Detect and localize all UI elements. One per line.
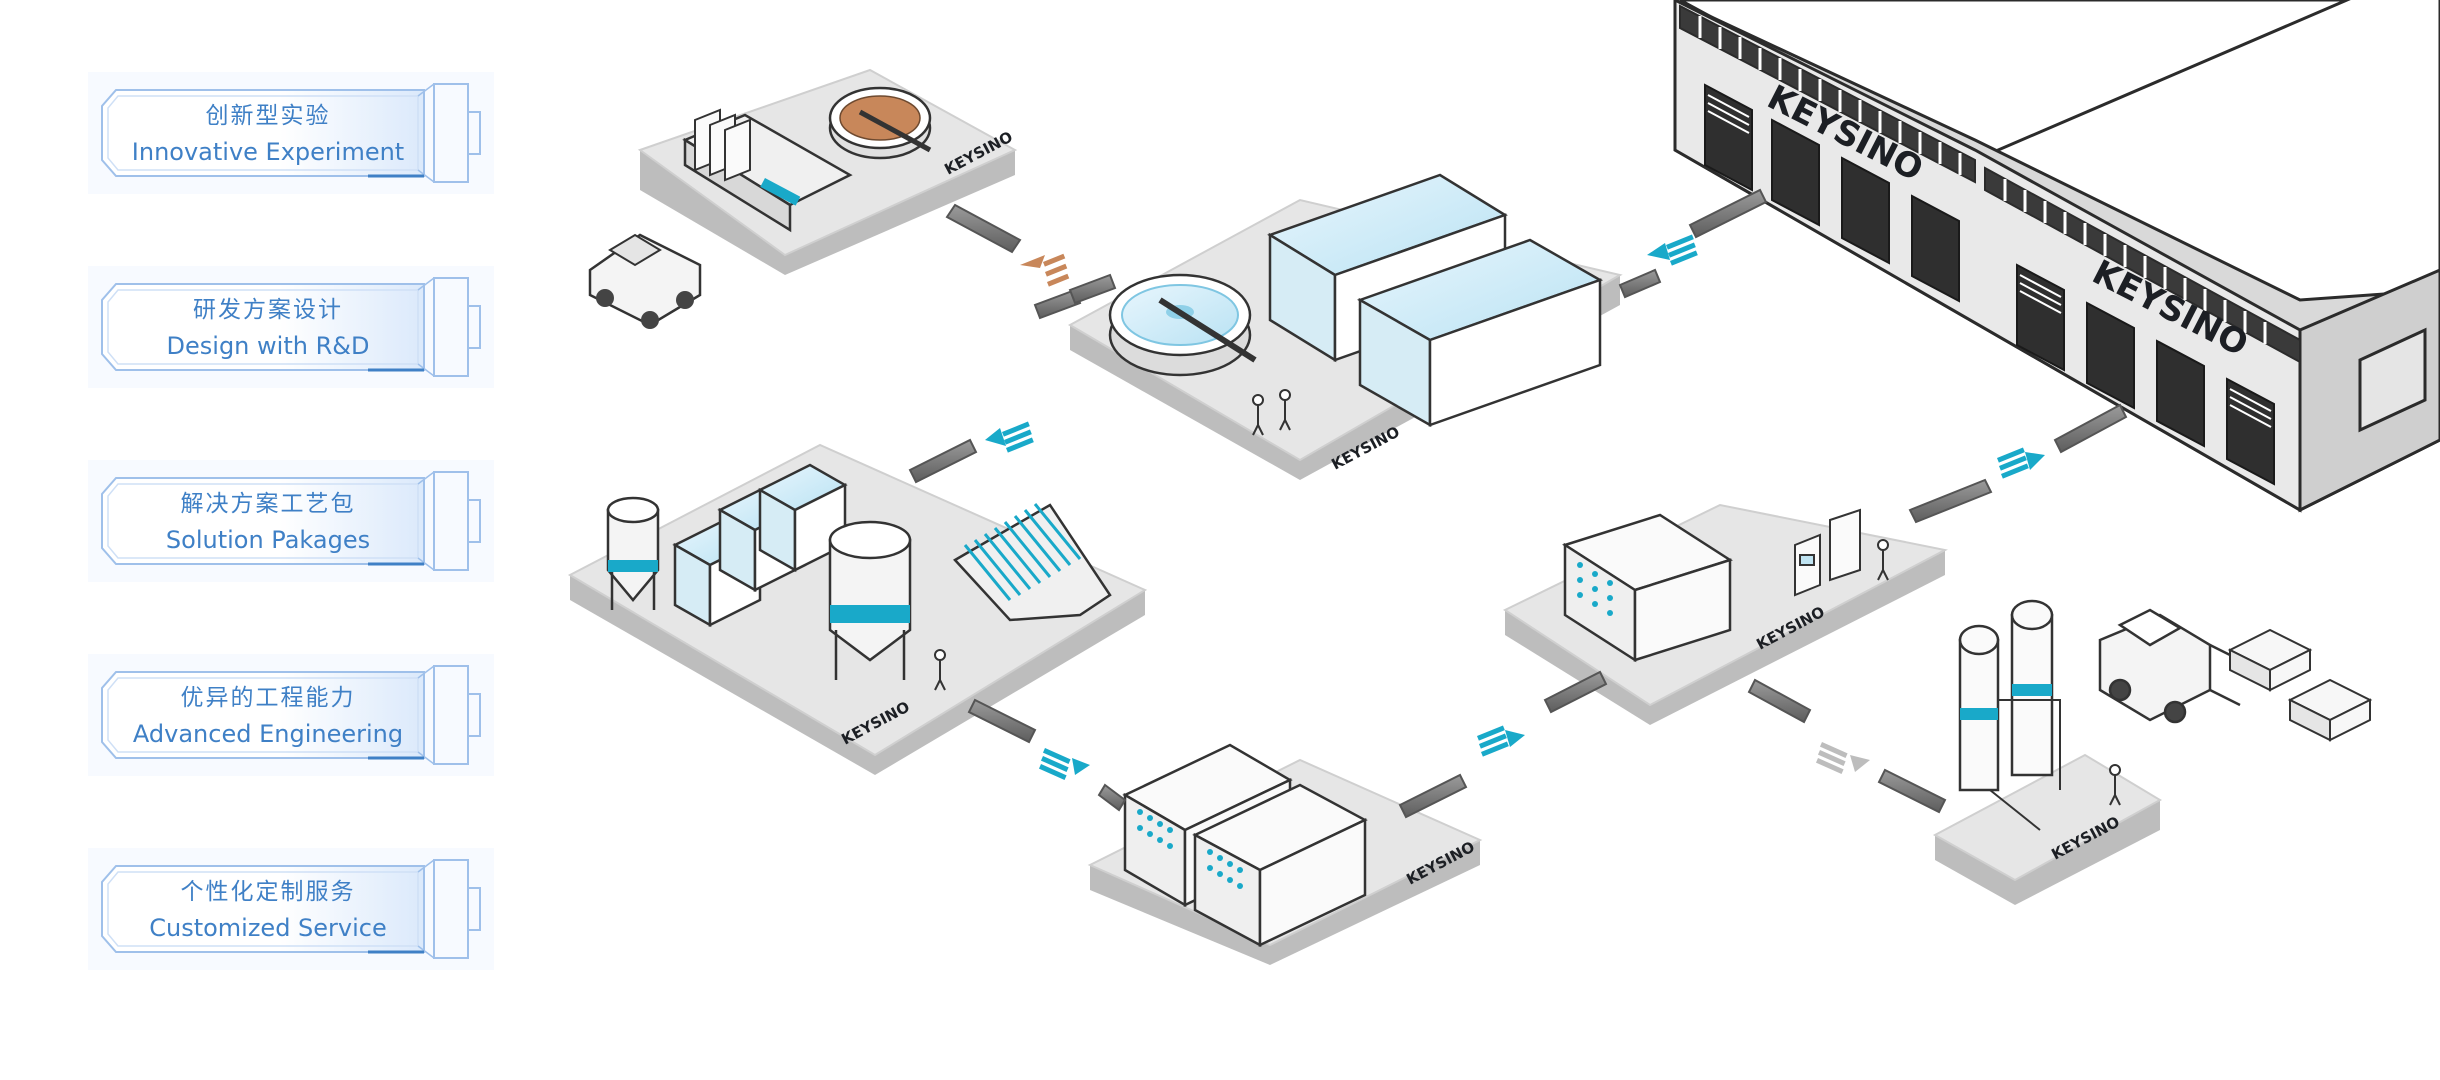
menu-item-en: Solution Pakages bbox=[165, 526, 371, 554]
control-panel bbox=[1794, 508, 1861, 597]
menu-frame-icon bbox=[88, 654, 494, 776]
menu-item-customized-service[interactable]: 个性化定制服务 Customized Service bbox=[88, 848, 494, 970]
menu-item-en: Customized Service bbox=[149, 914, 387, 942]
menu-item-zh: 解决方案工艺包 bbox=[180, 491, 356, 517]
menu-frame-icon bbox=[88, 266, 494, 388]
sidebar-menu: 创新型实验 Innovative Experiment 研发方案设计 Desig… bbox=[0, 0, 520, 1080]
menu-item-zh: 创新型实验 bbox=[205, 103, 331, 129]
person-icon bbox=[2109, 764, 2121, 806]
factory-building: KEYSINO KEYSINO bbox=[1673, 0, 2440, 513]
person-icon bbox=[934, 649, 946, 691]
menu-frame-icon bbox=[88, 460, 494, 582]
pallet-icon bbox=[2227, 628, 2373, 742]
aeration-tank bbox=[1357, 238, 1603, 428]
arrow-icon bbox=[985, 234, 2045, 780]
menu-item-zh: 个性化定制服务 bbox=[180, 879, 356, 905]
menu-item-advanced-engineering[interactable]: 优异的工程能力 Advanced Engineering bbox=[88, 654, 494, 776]
platform-ro-skid: KEYSINO bbox=[1502, 503, 1948, 725]
menu-item-zh: 优异的工程能力 bbox=[180, 685, 356, 711]
platform-evaporator: KEYSINO bbox=[1932, 599, 2163, 905]
membrane-rack bbox=[953, 503, 1112, 622]
truck-icon bbox=[588, 233, 702, 329]
pipe-icon bbox=[908, 188, 2128, 819]
menu-item-design-rd[interactable]: 研发方案设计 Design with R&D bbox=[88, 266, 494, 388]
person-icon bbox=[1877, 539, 1889, 581]
menu-item-en: Innovative Experiment bbox=[131, 138, 405, 166]
menu-item-innovative-experiment[interactable]: 创新型实验 Innovative Experiment bbox=[88, 72, 494, 194]
platform-membrane-modules: KEYSINO bbox=[1087, 743, 1483, 965]
forklift-icon bbox=[2098, 608, 2241, 724]
silo bbox=[828, 520, 912, 680]
platform-pretreatment: KEYSINO bbox=[567, 443, 1148, 775]
menu-item-solution-packages[interactable]: 解决方案工艺包 Solution Pakages bbox=[88, 460, 494, 582]
platform-clarifier: KEYSINO bbox=[1067, 173, 1623, 480]
menu-item-en: Design with R&D bbox=[166, 332, 370, 360]
menu-frame-icon bbox=[88, 72, 494, 194]
menu-frame-icon bbox=[88, 848, 494, 970]
silo bbox=[606, 496, 660, 610]
platform-filter-press: KEYSINO bbox=[588, 68, 1018, 329]
menu-item-en: Advanced Engineering bbox=[132, 720, 404, 748]
menu-item-zh: 研发方案设计 bbox=[193, 297, 343, 323]
person-icon bbox=[1252, 389, 1291, 436]
